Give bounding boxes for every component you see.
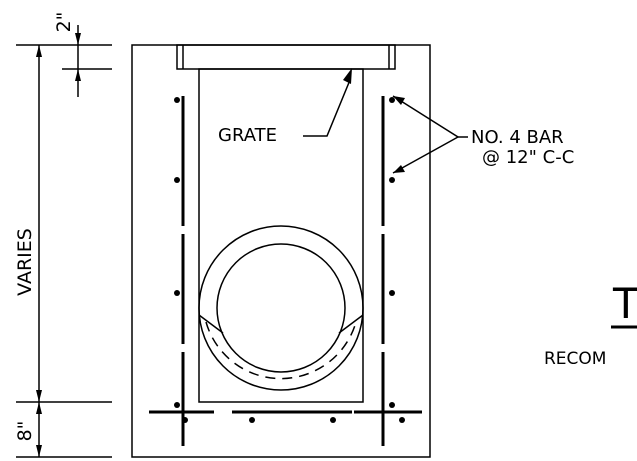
grate-callout: GRATE bbox=[218, 68, 352, 146]
subtitle-fragment: RECOM bbox=[544, 349, 606, 369]
vertical-rebars bbox=[181, 96, 385, 446]
grate-frame bbox=[176, 44, 396, 70]
bedding-line-right bbox=[338, 314, 364, 334]
rebar-section-dots bbox=[174, 97, 405, 423]
bottom-dimension-label: 8" bbox=[14, 421, 36, 442]
grate-leader-arrow bbox=[343, 68, 352, 84]
rebar-leader-lines bbox=[392, 95, 460, 174]
dimension-arrow-8in-bottom bbox=[36, 445, 42, 457]
grate-label: GRATE bbox=[218, 125, 277, 146]
outer-concrete-wall bbox=[131, 44, 431, 458]
rebar-leader-arrow-top bbox=[393, 96, 405, 105]
rebar-label-line2: @ 12" C-C bbox=[482, 147, 574, 168]
rebar-leader-arrow-bottom bbox=[393, 165, 405, 173]
dimension-arrow-varies-bottom bbox=[36, 390, 42, 402]
rebar-callout: NO. 4 BAR @ 12" C-C bbox=[392, 95, 574, 174]
dimension-arrow-down bbox=[75, 33, 81, 45]
dimension-arrow-varies-top bbox=[36, 45, 42, 57]
dimension-arrow-8in-top bbox=[36, 402, 42, 414]
height-dimension-label: VARIES bbox=[14, 228, 36, 296]
title-block-fragment: T RECOM bbox=[544, 279, 637, 369]
dimension-annotations: 2" VARIES 8" bbox=[14, 12, 112, 458]
inlet-structure bbox=[131, 44, 431, 458]
rebar-label-line1: NO. 4 BAR bbox=[471, 127, 564, 148]
top-dimension-label: 2" bbox=[53, 12, 75, 33]
pipe-bedding-dashed bbox=[205, 321, 357, 380]
bedding-line-left bbox=[198, 314, 224, 334]
dimension-arrow-up bbox=[75, 69, 81, 81]
grate-leader-line bbox=[303, 79, 351, 137]
pipe-outer-wall bbox=[198, 225, 364, 391]
pipe-inner-wall bbox=[216, 243, 346, 373]
inner-chamber bbox=[198, 68, 364, 403]
title-fragment: T bbox=[612, 279, 637, 328]
